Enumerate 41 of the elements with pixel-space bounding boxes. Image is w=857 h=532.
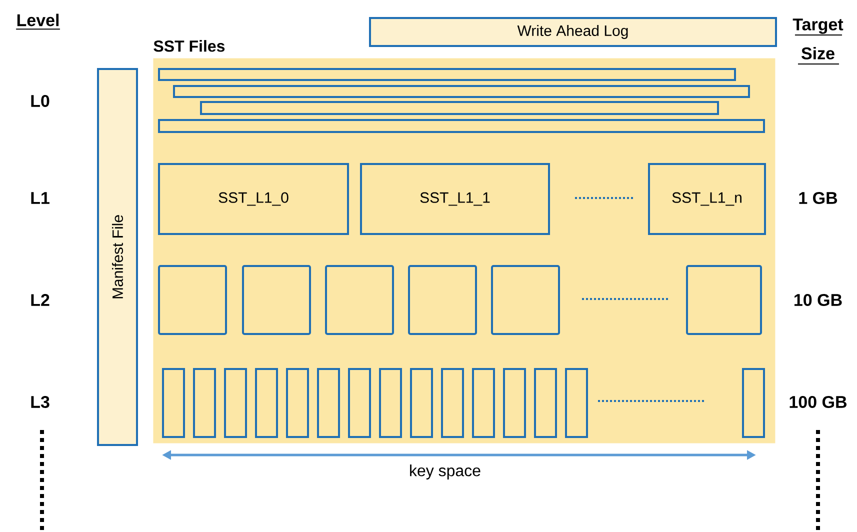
sst-file-bar [348, 368, 371, 438]
sst-file-bar [379, 368, 402, 438]
log-box: Write Ahead Log [369, 17, 777, 47]
sst-file-box [686, 265, 762, 335]
sst-file-box: SST_L1_1 [360, 163, 550, 235]
axis-label: key space [410, 464, 480, 480]
sst-file-bar [224, 368, 247, 438]
size-label: 100 GB [790, 396, 846, 408]
target-size-heading: Target Size [792, 18, 844, 64]
sst-file-bar [286, 368, 309, 438]
sst-file-bar [441, 368, 464, 438]
manifest-file-box: Manifest File [97, 68, 138, 446]
sst-file-bar [317, 368, 340, 438]
sst-file-box [325, 265, 394, 335]
sst-file-bar [158, 68, 736, 81]
sst-file-bar [200, 101, 719, 115]
level-label: L1 [31, 192, 50, 204]
sst-file-bar [173, 85, 750, 98]
sst-file-box [158, 265, 227, 335]
sst-file-bar [742, 368, 765, 438]
level-label: L2 [31, 294, 50, 306]
sst-file-bar [565, 368, 588, 438]
node-label: SST Files [154, 40, 225, 52]
sst-file-bar [162, 368, 185, 438]
sst-file-box: SST_L1_0 [158, 163, 349, 235]
level-label: L3 [31, 396, 50, 408]
size-label: 1 GB [799, 192, 838, 204]
sst-file-bar [410, 368, 433, 438]
level-label: L0 [31, 94, 50, 108]
sst-file-box [408, 265, 477, 335]
sst-file-box: SST_L1_n [648, 163, 766, 235]
sst-file-bar [255, 368, 278, 438]
sst-file-bar [503, 368, 526, 438]
sst-file-bar [193, 368, 216, 438]
sst-file-box [242, 265, 311, 335]
sst-file-bar [534, 368, 557, 438]
size-label: 10 GB [794, 294, 842, 306]
level-heading: Level [16, 14, 60, 30]
sst-file-bar [158, 119, 765, 133]
sst-file-bar [472, 368, 495, 438]
sst-file-box [491, 265, 560, 335]
